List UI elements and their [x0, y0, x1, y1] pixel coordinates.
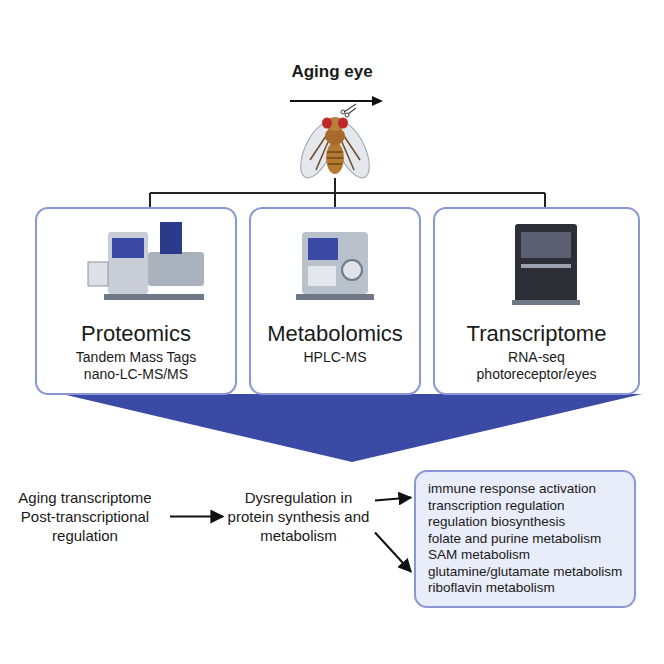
result-item: folate and purine metabolism — [428, 531, 622, 548]
method-box: MetabolomicsHPLC-MS — [249, 207, 421, 395]
flow-arrow — [170, 516, 223, 518]
method-detail: Tandem Mass Tags nano-LC-MS/MS — [66, 349, 206, 383]
result-item: transcription regulation — [428, 498, 622, 515]
fly-illustration — [294, 104, 377, 183]
title: Aging eye — [0, 62, 664, 82]
aging-arrow — [290, 100, 374, 102]
method-name: Transcriptome — [443, 321, 630, 347]
hplc-icon — [296, 232, 374, 300]
mass-spec-icon — [88, 222, 204, 300]
result-item: immune response activation — [428, 481, 622, 498]
tree-connector — [150, 178, 545, 207]
result-box: immune response activationtranscription … — [414, 470, 636, 608]
aging-arrowhead — [372, 96, 383, 106]
flow-arrow — [375, 498, 411, 501]
method-name: Proteomics — [45, 321, 227, 347]
merge-funnel — [62, 394, 642, 462]
result-item: regulation biosynthesis — [428, 514, 622, 531]
method-detail: HPLC-MS — [265, 349, 405, 366]
summary-label: Dysregulation in protein synthesis and m… — [226, 488, 371, 545]
method-box: ProteomicsTandem Mass Tags nano-LC-MS/MS — [35, 207, 237, 395]
result-item: riboflavin metabolism — [428, 580, 622, 597]
result-item: SAM metabolism — [428, 547, 622, 564]
sequencer-icon — [512, 224, 580, 305]
result-item: glutamine/glutamate metabolism — [428, 564, 622, 581]
summary-text: Aging transcriptome Post-transcriptional… — [4, 488, 166, 545]
method-name: Metabolomics — [259, 321, 411, 347]
summary-label: Aging transcriptome Post-transcriptional… — [4, 488, 166, 545]
method-detail: RNA-seq photoreceptor/eyes — [467, 349, 607, 383]
method-box: TranscriptomeRNA-seq photoreceptor/eyes — [433, 207, 640, 395]
summary-text: Dysregulation in protein synthesis and m… — [226, 488, 371, 545]
flow-arrow — [375, 532, 411, 571]
